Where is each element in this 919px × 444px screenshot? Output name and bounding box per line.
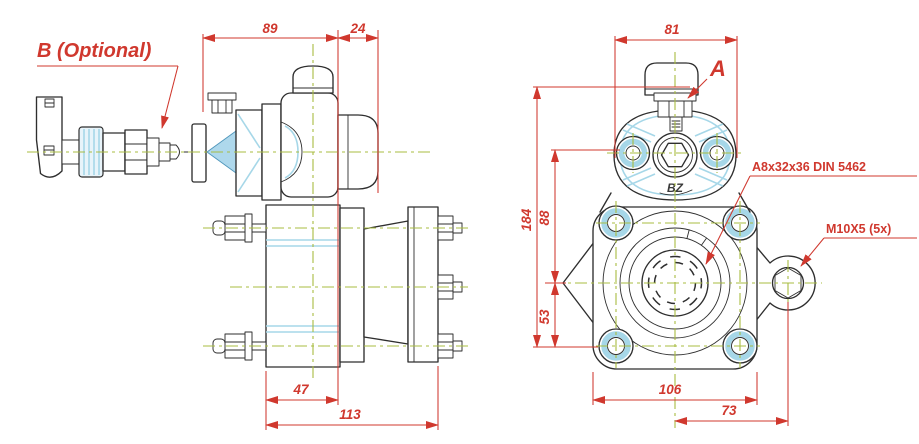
housing-lobe — [280, 121, 303, 183]
dim-106: 106 — [659, 382, 682, 397]
neck — [363, 220, 409, 345]
front-view: BZ 81 184 88 53 106 73 A — [519, 22, 917, 428]
dim-113: 113 — [339, 407, 361, 422]
m10-hex — [774, 267, 802, 299]
elbow-body — [35, 96, 63, 178]
dim-24: 24 — [349, 21, 366, 36]
dim-53: 53 — [537, 309, 552, 325]
dim-81: 81 — [664, 22, 679, 37]
leader-arrow-b — [161, 65, 179, 129]
rear-flange-plate — [407, 206, 439, 363]
dome-cap — [292, 65, 334, 94]
top-cap — [644, 62, 699, 96]
block-step — [339, 207, 365, 363]
top-bolt-washer — [207, 92, 237, 101]
optional-component-b-view: B (Optional) — [27, 40, 193, 178]
dim-184: 184 — [519, 208, 534, 231]
side-view: 89 24 47 113 — [188, 21, 468, 430]
label-detail-a: A — [709, 56, 726, 81]
elbow-detail-mark — [43, 145, 55, 156]
brand-logo: BZ — [667, 181, 684, 195]
dim-89: 89 — [262, 21, 278, 36]
top-bolt-head — [211, 99, 233, 114]
bell-housing-plate — [235, 109, 263, 197]
dim-88: 88 — [537, 210, 552, 226]
input-shaft-flange — [191, 123, 207, 183]
leader-arrow-spline — [705, 175, 751, 265]
pump-housing — [280, 92, 339, 198]
dim-73: 73 — [721, 403, 737, 418]
leader-arrow-a — [687, 78, 708, 99]
dim-47: 47 — [292, 382, 310, 397]
label-thread-spec: M10X5 (5x) — [826, 222, 891, 236]
mounting-block — [265, 204, 341, 368]
label-spline-spec: A8x32x36 DIN 5462 — [752, 160, 866, 174]
label-optional-b: B (Optional) — [37, 40, 152, 62]
leader-arrow-thread — [800, 237, 825, 267]
